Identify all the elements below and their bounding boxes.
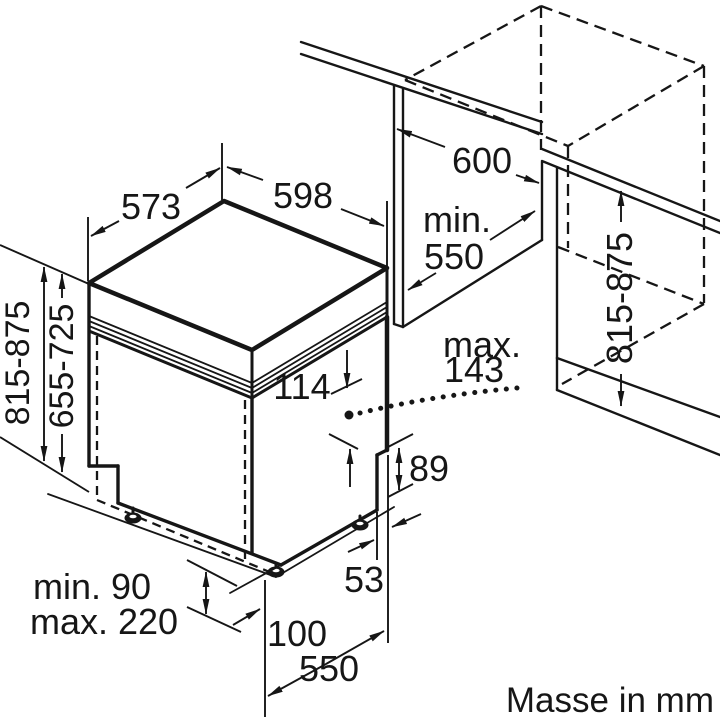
dim-label-max220: max. 220 [30,601,178,642]
dim-label-550: 550 [299,648,359,689]
pivot-dot [344,410,354,420]
door-pivot-leader [344,385,520,420]
dim-label-89: 89 [409,448,449,489]
extension-lines [0,143,414,717]
dim-label-min90: min. 90 [33,566,151,607]
dim-label-min: min. [423,199,491,240]
dim-label-598: 598 [273,175,333,216]
dim-label-600: 600 [452,140,512,181]
floor-lines [47,493,395,594]
dim-label-front-height: 655-725 [43,304,81,429]
dim-label-max: max. [443,324,521,365]
cabinet-plinth-right [555,356,720,457]
dim-label-min550: 550 [424,236,484,277]
dim-label-53: 53 [344,559,384,600]
control-panel-strip [88,301,388,394]
dim-label-max143: 143 [444,349,504,390]
dim-label-100: 100 [267,613,327,654]
footer-units-note: Masse in mm [506,681,714,717]
dimension-lines [40,128,625,697]
worktop-lines [299,40,720,235]
dim-label-114: 114 [273,366,330,407]
niche-side-panel [392,84,559,360]
dim-label-appliance-height: 815-875 [0,301,37,426]
niche-dashed-outline [404,4,706,386]
furniture-door-dashed-outline [95,336,273,575]
dim-label-573: 573 [121,186,181,227]
dishwasher-outline [86,198,390,567]
dimension-labels: 573 598 600 min. 550 815-875 max. 143 11… [0,140,714,717]
dim-label-niche-height: 815-875 [599,232,640,364]
